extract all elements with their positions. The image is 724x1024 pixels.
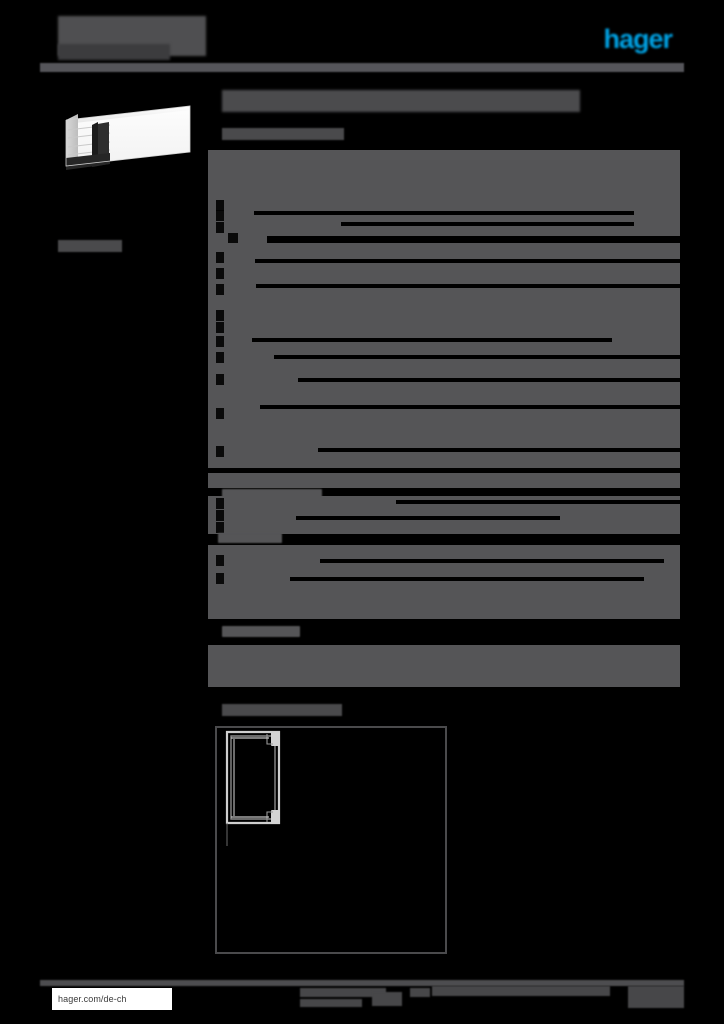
table-row (290, 577, 644, 581)
table-row (298, 378, 680, 382)
table-label-cell (216, 408, 224, 419)
table-label-cell (216, 268, 224, 279)
table-row (341, 222, 634, 226)
table-label-cell (216, 222, 224, 233)
footer-center-redacted-4 (410, 988, 430, 997)
table-label-cell (216, 498, 224, 509)
footer-center-redacted-2 (300, 999, 362, 1007)
footer-divider (40, 980, 684, 986)
section-label-1-redacted (222, 128, 344, 140)
technical-drawing-box (215, 726, 447, 954)
table-row (254, 211, 634, 215)
table-label-cell (216, 200, 224, 211)
table-label-cell (216, 446, 224, 457)
section-label-4-redacted (222, 626, 300, 637)
table-label-cell (216, 252, 224, 263)
header-divider (40, 63, 684, 72)
section-label-drawing-redacted (222, 704, 342, 716)
table-label-cell (216, 284, 224, 295)
table-row (320, 559, 664, 563)
table-row (267, 236, 680, 243)
table-label-cell (216, 374, 224, 385)
spec-table-block-3 (208, 545, 680, 619)
table-label-cell (216, 555, 224, 566)
product-photo (52, 92, 202, 180)
spec-table-block-4 (208, 645, 680, 687)
table-row (396, 500, 680, 504)
table-bullet (228, 233, 238, 243)
hager-logo: hager (603, 24, 673, 54)
table-row (256, 284, 680, 288)
header-subtitle-redacted (58, 44, 170, 60)
table-row (252, 338, 612, 342)
table-label-cell (216, 522, 224, 533)
trunking-cross-section-icon (225, 730, 281, 846)
table-label-cell (216, 336, 224, 347)
table-label-cell (216, 352, 224, 363)
table-label-cell (216, 310, 224, 321)
footer-center-redacted-5 (432, 986, 610, 996)
table-row (255, 259, 680, 263)
table-label-cell (216, 322, 224, 333)
footer-page-number-redacted (628, 986, 684, 1008)
table-row (274, 355, 680, 359)
spec-table-block-1 (208, 150, 680, 488)
footer-url[interactable]: hager.com/de-ch (52, 988, 172, 1010)
table-row (296, 516, 560, 520)
section-label-2-redacted (222, 489, 322, 500)
table-row (208, 468, 680, 473)
document-title-redacted (222, 90, 580, 112)
table-row (260, 405, 680, 409)
footer-center-redacted-1 (300, 988, 386, 997)
section-label-3-redacted (218, 533, 282, 543)
table-row (318, 448, 680, 452)
spec-table-block-2 (208, 496, 680, 534)
left-caption-redacted (58, 240, 122, 252)
footer-center-redacted-3 (372, 992, 402, 1006)
table-label-cell (216, 510, 224, 521)
table-label-cell (216, 573, 224, 584)
table-label-cell (216, 210, 224, 221)
